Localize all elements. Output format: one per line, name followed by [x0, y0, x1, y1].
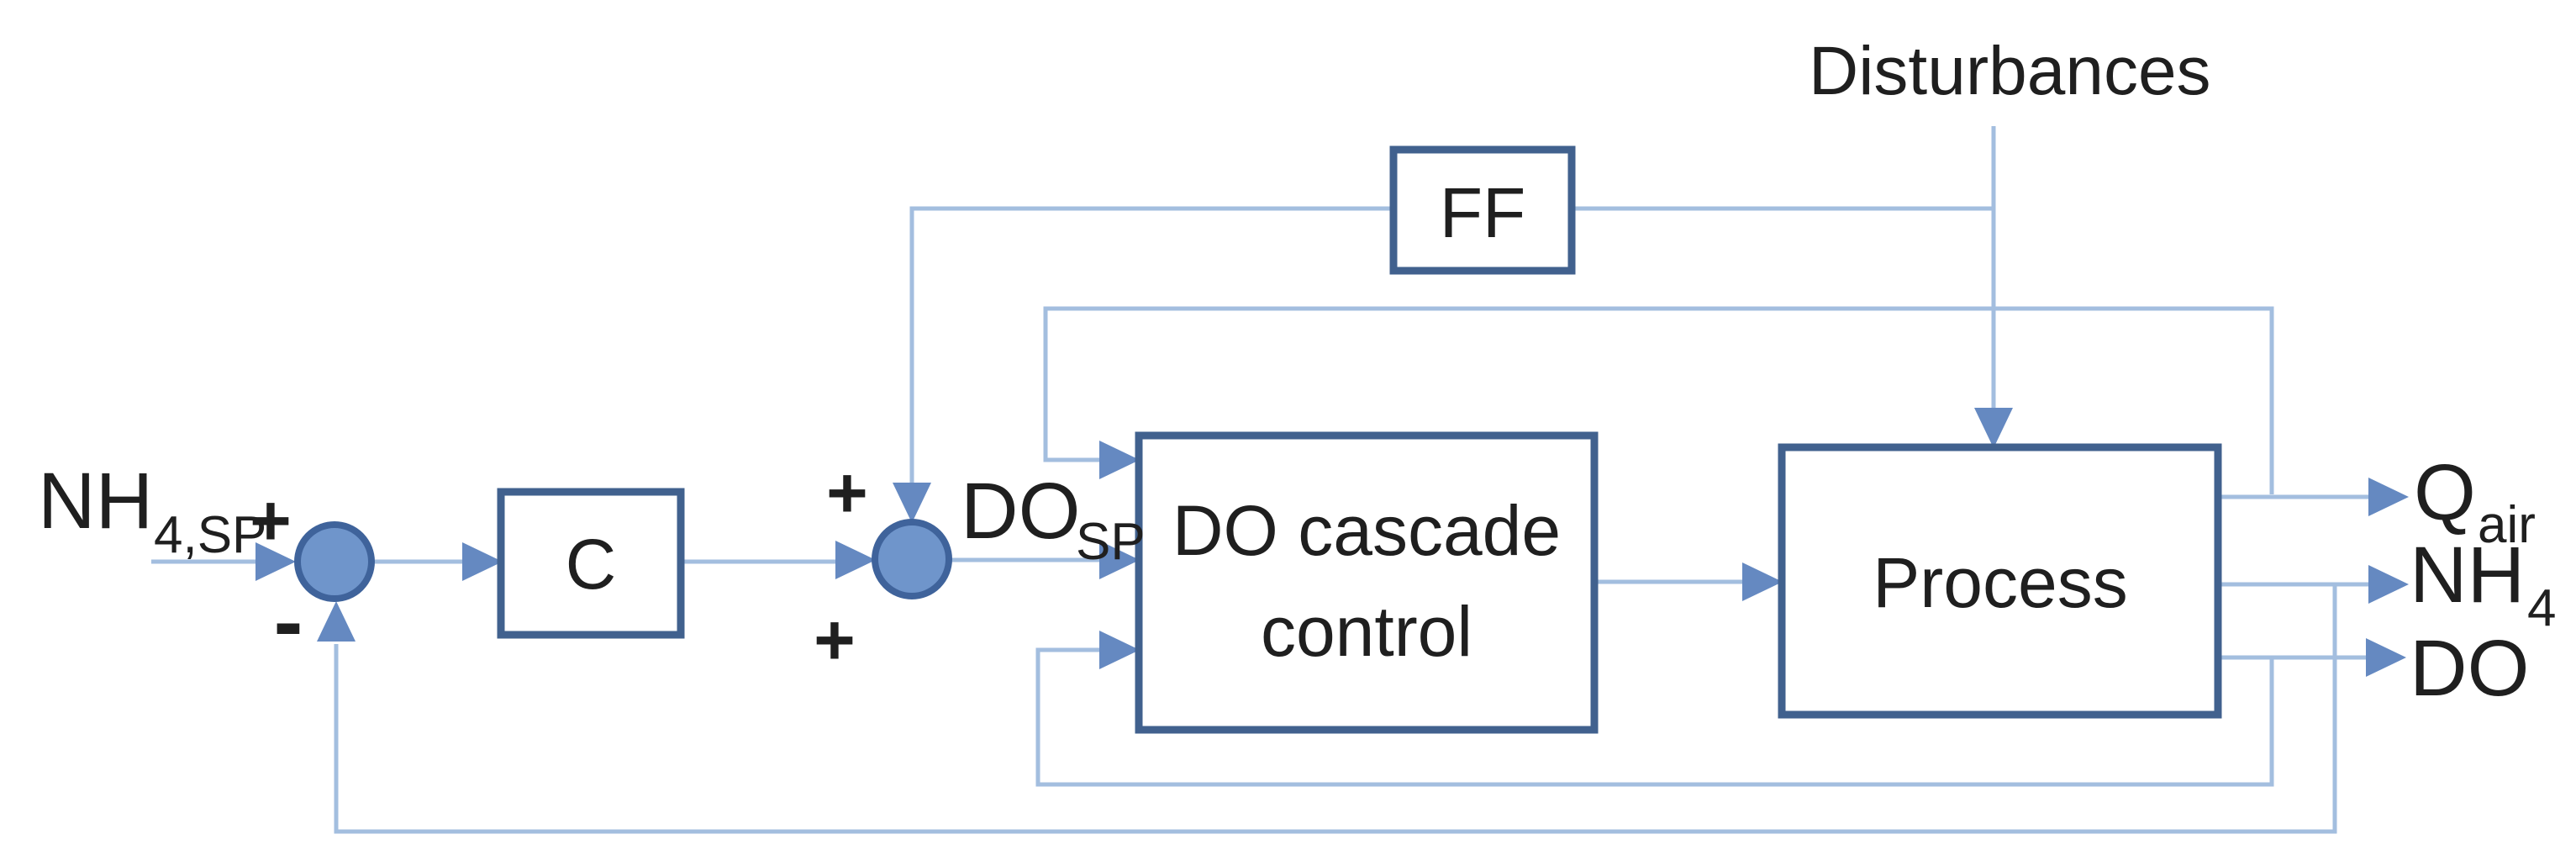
nh4-setpoint-label: NH: [38, 457, 153, 546]
arrowhead-cascade-bottom-input: [1099, 631, 1140, 669]
arrowhead-output-qair: [2368, 478, 2409, 516]
cascade-label-line2: control: [1261, 592, 1472, 671]
sum2-plus-bottom-sign: +: [814, 600, 856, 680]
arrowhead-ff-into-sum2: [893, 483, 931, 523]
arrowhead-into-controller: [462, 542, 503, 581]
nh4-output-label: NH: [2410, 531, 2525, 620]
qair-output-subscript: air: [2478, 496, 2536, 554]
line-ff-to-sum2: [909, 206, 1393, 484]
sum2-plus-top-sign: +: [826, 453, 868, 533]
nh4-setpoint-subscript: 4,SP: [154, 506, 266, 564]
nh4-output-subscript: 4: [2527, 579, 2556, 637]
arrowhead-cascade-mid-input: [1099, 541, 1140, 579]
feedforward-block: [1389, 145, 1576, 275]
arrowhead-feedback-into-sum1: [317, 601, 356, 642]
feedforward-label: FF: [1440, 173, 1526, 252]
arrowhead-cascade-top-input: [1099, 441, 1140, 479]
line-feedback-do: [1035, 647, 2274, 787]
do-cascade-control-block: [1135, 431, 1599, 734]
do-setpoint-subscript: SP: [1076, 513, 1146, 571]
arrowhead-disturbance-into-process: [1974, 408, 2013, 448]
arrowhead-into-sum1: [255, 542, 296, 581]
process-block: [1778, 443, 2222, 719]
arrowhead-into-process: [1742, 562, 1783, 601]
sum1-plus-sign: +: [250, 481, 292, 561]
line-feedback-qair: [1043, 306, 2274, 494]
process-label: Process: [1873, 543, 2127, 622]
summing-junction-nh4: [294, 521, 375, 602]
line-feedback-nh4: [334, 586, 2337, 834]
cascade-label-line1: DO cascade: [1172, 491, 1561, 570]
arrowhead-into-sum2: [835, 541, 876, 579]
controller-block: [497, 488, 685, 639]
arrowhead-output-do: [2366, 638, 2406, 677]
do-output-label: DO: [2410, 624, 2530, 713]
summing-junction-do: [872, 519, 952, 599]
sum1-minus-sign: -: [274, 573, 303, 671]
disturbances-label: Disturbances: [1809, 33, 2211, 109]
arrowhead-output-nh4: [2368, 565, 2409, 604]
controller-label: C: [566, 525, 617, 604]
qair-output-label: Q: [2414, 448, 2476, 537]
do-setpoint-label: DO: [961, 467, 1081, 556]
